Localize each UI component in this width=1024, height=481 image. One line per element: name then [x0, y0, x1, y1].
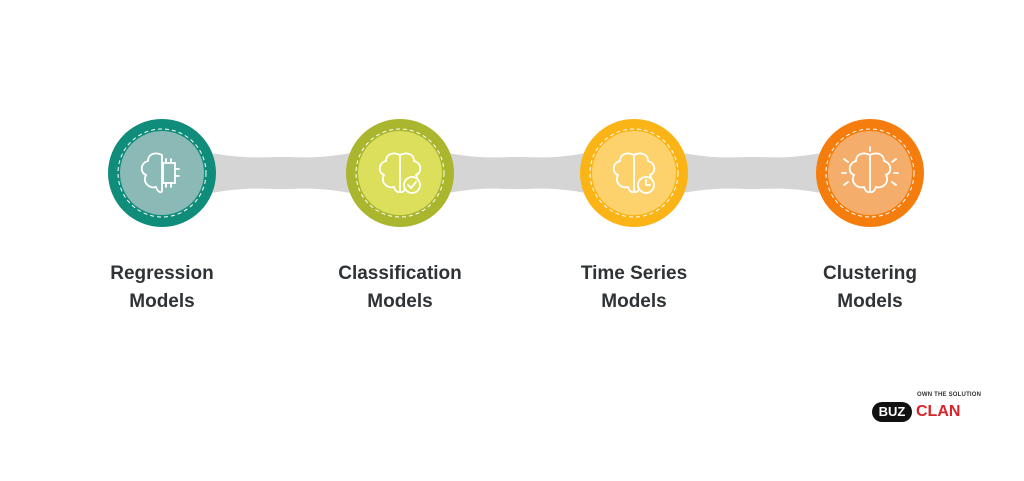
brain-clock-icon: [612, 152, 656, 194]
connector: [162, 143, 400, 203]
label-line-2: Models: [837, 291, 903, 312]
label-line-1: Clustering: [823, 263, 917, 284]
brain-spark-icon: [841, 146, 899, 194]
dashed-ring: [117, 128, 207, 218]
connector: [634, 143, 870, 203]
label-line-2: Models: [601, 291, 667, 312]
label-line-1: Classification: [338, 263, 462, 284]
logo-part1: BUZ: [872, 402, 912, 422]
connector: [400, 143, 634, 203]
brain-chip-icon: [140, 152, 180, 194]
brain-check-icon: [378, 152, 422, 194]
label-line-1: Regression: [110, 263, 214, 284]
label-line-2: Models: [367, 291, 433, 312]
dashed-ring: [589, 128, 679, 218]
dashed-ring: [825, 128, 915, 218]
buzzclan-logo: OWN THE SOLUTION BUZ CLAN: [870, 392, 982, 428]
dashed-ring: [355, 128, 445, 218]
logo-part2: CLAN: [916, 403, 961, 420]
label-line-2: Models: [129, 291, 195, 312]
label-line-1: Time Series: [580, 263, 688, 284]
logo-tagline: OWN THE SOLUTION: [917, 392, 982, 398]
